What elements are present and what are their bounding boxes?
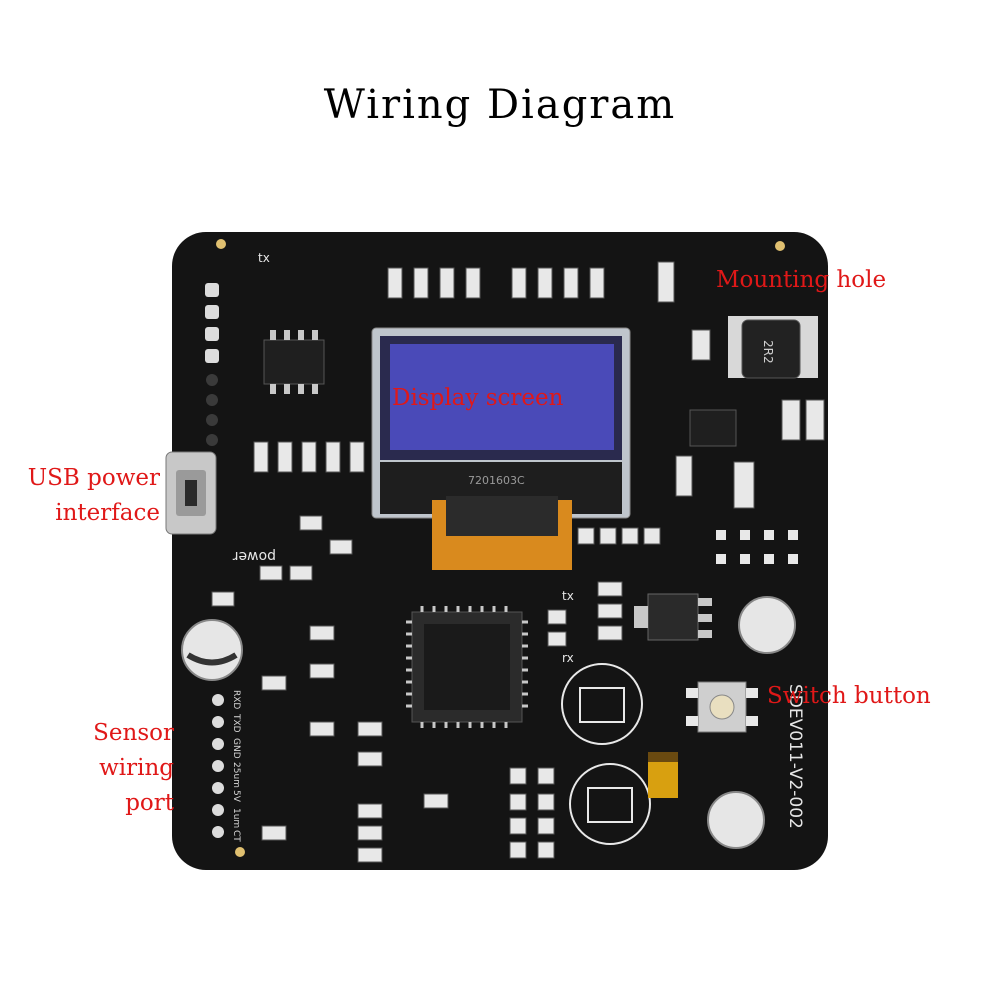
label-usb-power-interface: USB power interface xyxy=(10,461,160,531)
smd-components xyxy=(211,261,825,863)
label-sensor-line1: Sensor xyxy=(93,720,174,746)
port-pin-label-3: GND xyxy=(231,738,241,759)
small-hole-top-right xyxy=(775,241,785,251)
label-usb-line1: USB power xyxy=(27,465,160,491)
oled-code: 7201603C xyxy=(468,474,525,487)
label-display-screen: Display screen xyxy=(392,385,564,411)
oled-display xyxy=(371,327,631,570)
tx-label-mid: tx xyxy=(562,589,574,603)
inductor xyxy=(728,316,818,379)
tantalum-capacitor xyxy=(648,752,678,798)
header-pins-side xyxy=(206,374,218,446)
port-pin-label-4: 25um xyxy=(231,762,241,788)
usb-connector xyxy=(165,451,217,535)
sensor-port-pins xyxy=(212,694,224,838)
label-mounting-hole: Mounting hole xyxy=(716,267,887,293)
label-sensor-line2: wiring xyxy=(99,755,174,781)
label-sensor-wiring-port: Sensor wiring port xyxy=(40,716,174,821)
port-pin-label-5: 5V xyxy=(231,790,241,803)
label-usb-line2: interface xyxy=(55,500,160,526)
port-pin-label-7: CT xyxy=(231,830,241,842)
capacitor-outlines xyxy=(561,663,651,845)
mounting-hole-gap xyxy=(186,652,238,666)
power-label: power xyxy=(232,548,276,564)
page-title: Wiring Diagram xyxy=(323,82,677,128)
small-hole-bottom-left xyxy=(235,847,245,857)
mcu-chip xyxy=(406,606,528,728)
ic-right xyxy=(689,409,737,447)
port-pin-label-6: 1um xyxy=(231,808,241,828)
label-sensor-line3: port xyxy=(125,790,174,816)
tactile-switch xyxy=(686,681,758,733)
mounting-hole-right xyxy=(738,596,796,654)
rx-label-mid: rx xyxy=(562,651,574,665)
label-switch-button: Switch button xyxy=(767,683,931,709)
board-model-text: SDEV011-V2-002 xyxy=(785,684,805,829)
header-pins-top xyxy=(205,283,219,363)
inductor-label: 2R2 xyxy=(761,340,775,364)
mounting-hole-top-left xyxy=(181,619,243,681)
ic-top-left xyxy=(263,330,325,394)
port-pin-label-1: RXD xyxy=(231,690,241,709)
j63-header xyxy=(716,530,798,564)
tx-label-top: tx xyxy=(258,251,270,265)
regulator xyxy=(634,593,712,641)
small-hole-top-left xyxy=(216,239,226,249)
port-pin-label-2: TXD xyxy=(231,713,241,733)
oled-screen xyxy=(390,344,614,450)
mounting-hole-bottom-right xyxy=(707,791,765,849)
